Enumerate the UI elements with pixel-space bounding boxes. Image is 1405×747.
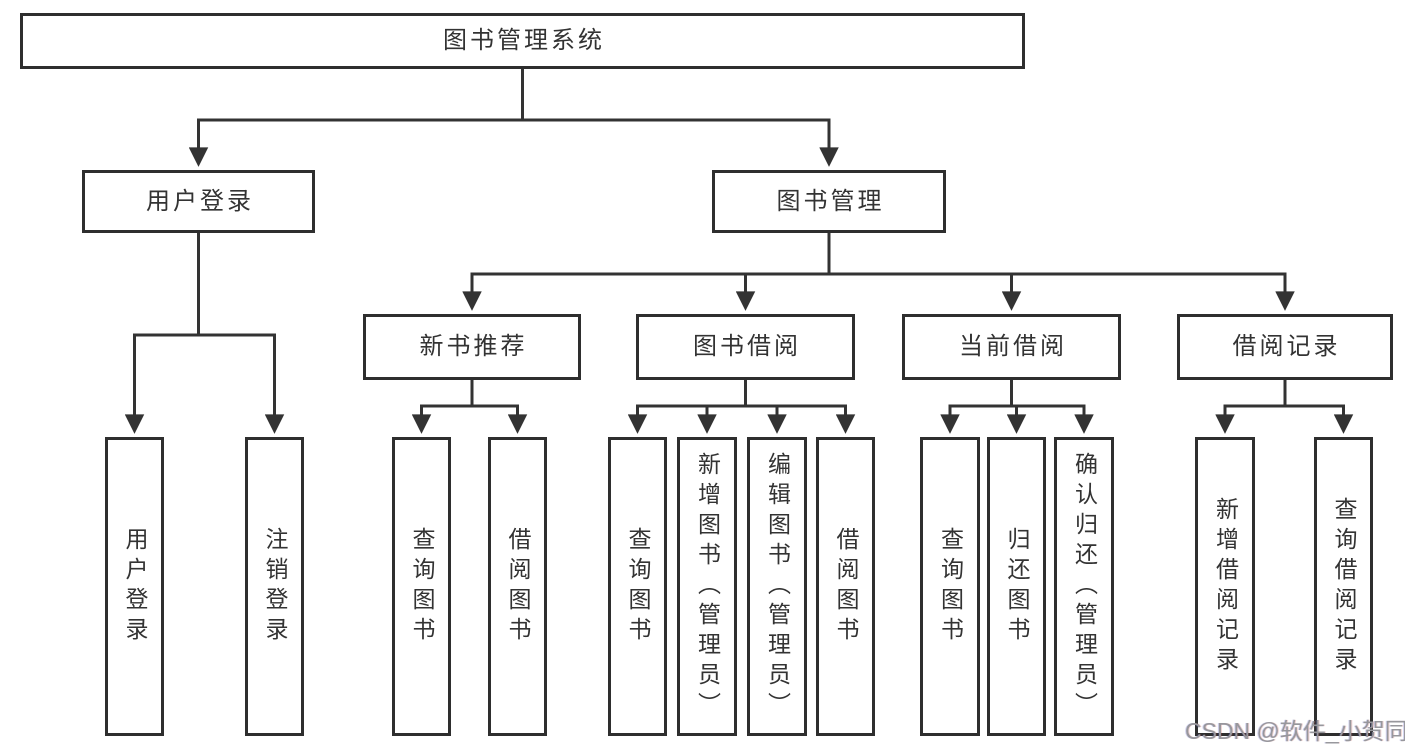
leaf-return-book: 归还图书 — [987, 437, 1046, 736]
node-library-management-system-label: 图书管理系统 — [443, 27, 605, 54]
node-new-book-recommend: 新书推荐 — [363, 314, 581, 380]
leaf-query-books-recommend-label: 查询图书 — [409, 526, 435, 647]
leaf-logout-label: 注销登录 — [262, 526, 288, 647]
leaf-borrow-book-label: 借阅图书 — [833, 526, 859, 647]
leaf-add-book-admin-label: 新增图书（管理员） — [694, 451, 721, 722]
node-book-management-label: 图书管理 — [776, 187, 885, 215]
node-current-borrowing-label: 当前借阅 — [959, 333, 1067, 360]
leaf-query-books-borrowing: 查询图书 — [608, 437, 667, 736]
leaf-return-book-label: 归还图书 — [1004, 526, 1030, 647]
leaf-query-books-current: 查询图书 — [920, 437, 980, 736]
node-new-book-recommend-label: 新书推荐 — [419, 333, 528, 360]
node-current-borrowing: 当前借阅 — [902, 314, 1121, 380]
node-borrow-records-label: 借阅记录 — [1232, 333, 1341, 360]
leaf-borrow-book: 借阅图书 — [816, 437, 875, 736]
node-book-borrowing: 图书借阅 — [636, 314, 855, 380]
leaf-add-borrow-record: 新增借阅记录 — [1195, 437, 1255, 736]
node-user-login-label: 用户登录 — [146, 187, 254, 215]
leaf-user-login: 用户登录 — [105, 437, 164, 736]
leaf-user-login-label: 用户登录 — [122, 526, 148, 647]
node-library-management-system: 图书管理系统 — [20, 13, 1025, 69]
leaf-borrow-books-recommend: 借阅图书 — [488, 437, 547, 736]
node-user-login: 用户登录 — [82, 170, 315, 233]
leaf-edit-book-admin: 编辑图书（管理员） — [747, 437, 807, 736]
leaf-confirm-return-admin-label: 确认归还（管理员） — [1071, 451, 1098, 722]
leaf-logout: 注销登录 — [245, 437, 304, 736]
leaf-edit-book-admin-label: 编辑图书（管理员） — [764, 451, 791, 722]
leaf-query-books-recommend: 查询图书 — [392, 437, 451, 736]
leaf-query-books-borrowing-label: 查询图书 — [625, 526, 651, 647]
leaf-query-borrow-record-label: 查询借阅记录 — [1331, 496, 1357, 677]
node-book-borrowing-label: 图书借阅 — [693, 333, 801, 360]
leaf-query-books-current-label: 查询图书 — [937, 526, 964, 647]
leaf-borrow-books-recommend-label: 借阅图书 — [505, 526, 531, 647]
node-book-management: 图书管理 — [712, 170, 946, 233]
node-borrow-records: 借阅记录 — [1177, 314, 1393, 380]
leaf-add-book-admin: 新增图书（管理员） — [677, 437, 737, 736]
leaf-query-borrow-record: 查询借阅记录 — [1314, 437, 1373, 736]
leaf-add-borrow-record-label: 新增借阅记录 — [1212, 496, 1239, 677]
leaf-confirm-return-admin: 确认归还（管理员） — [1054, 437, 1114, 736]
csdn-watermark: CSDN @软件_小贺同学 — [1185, 718, 1405, 744]
